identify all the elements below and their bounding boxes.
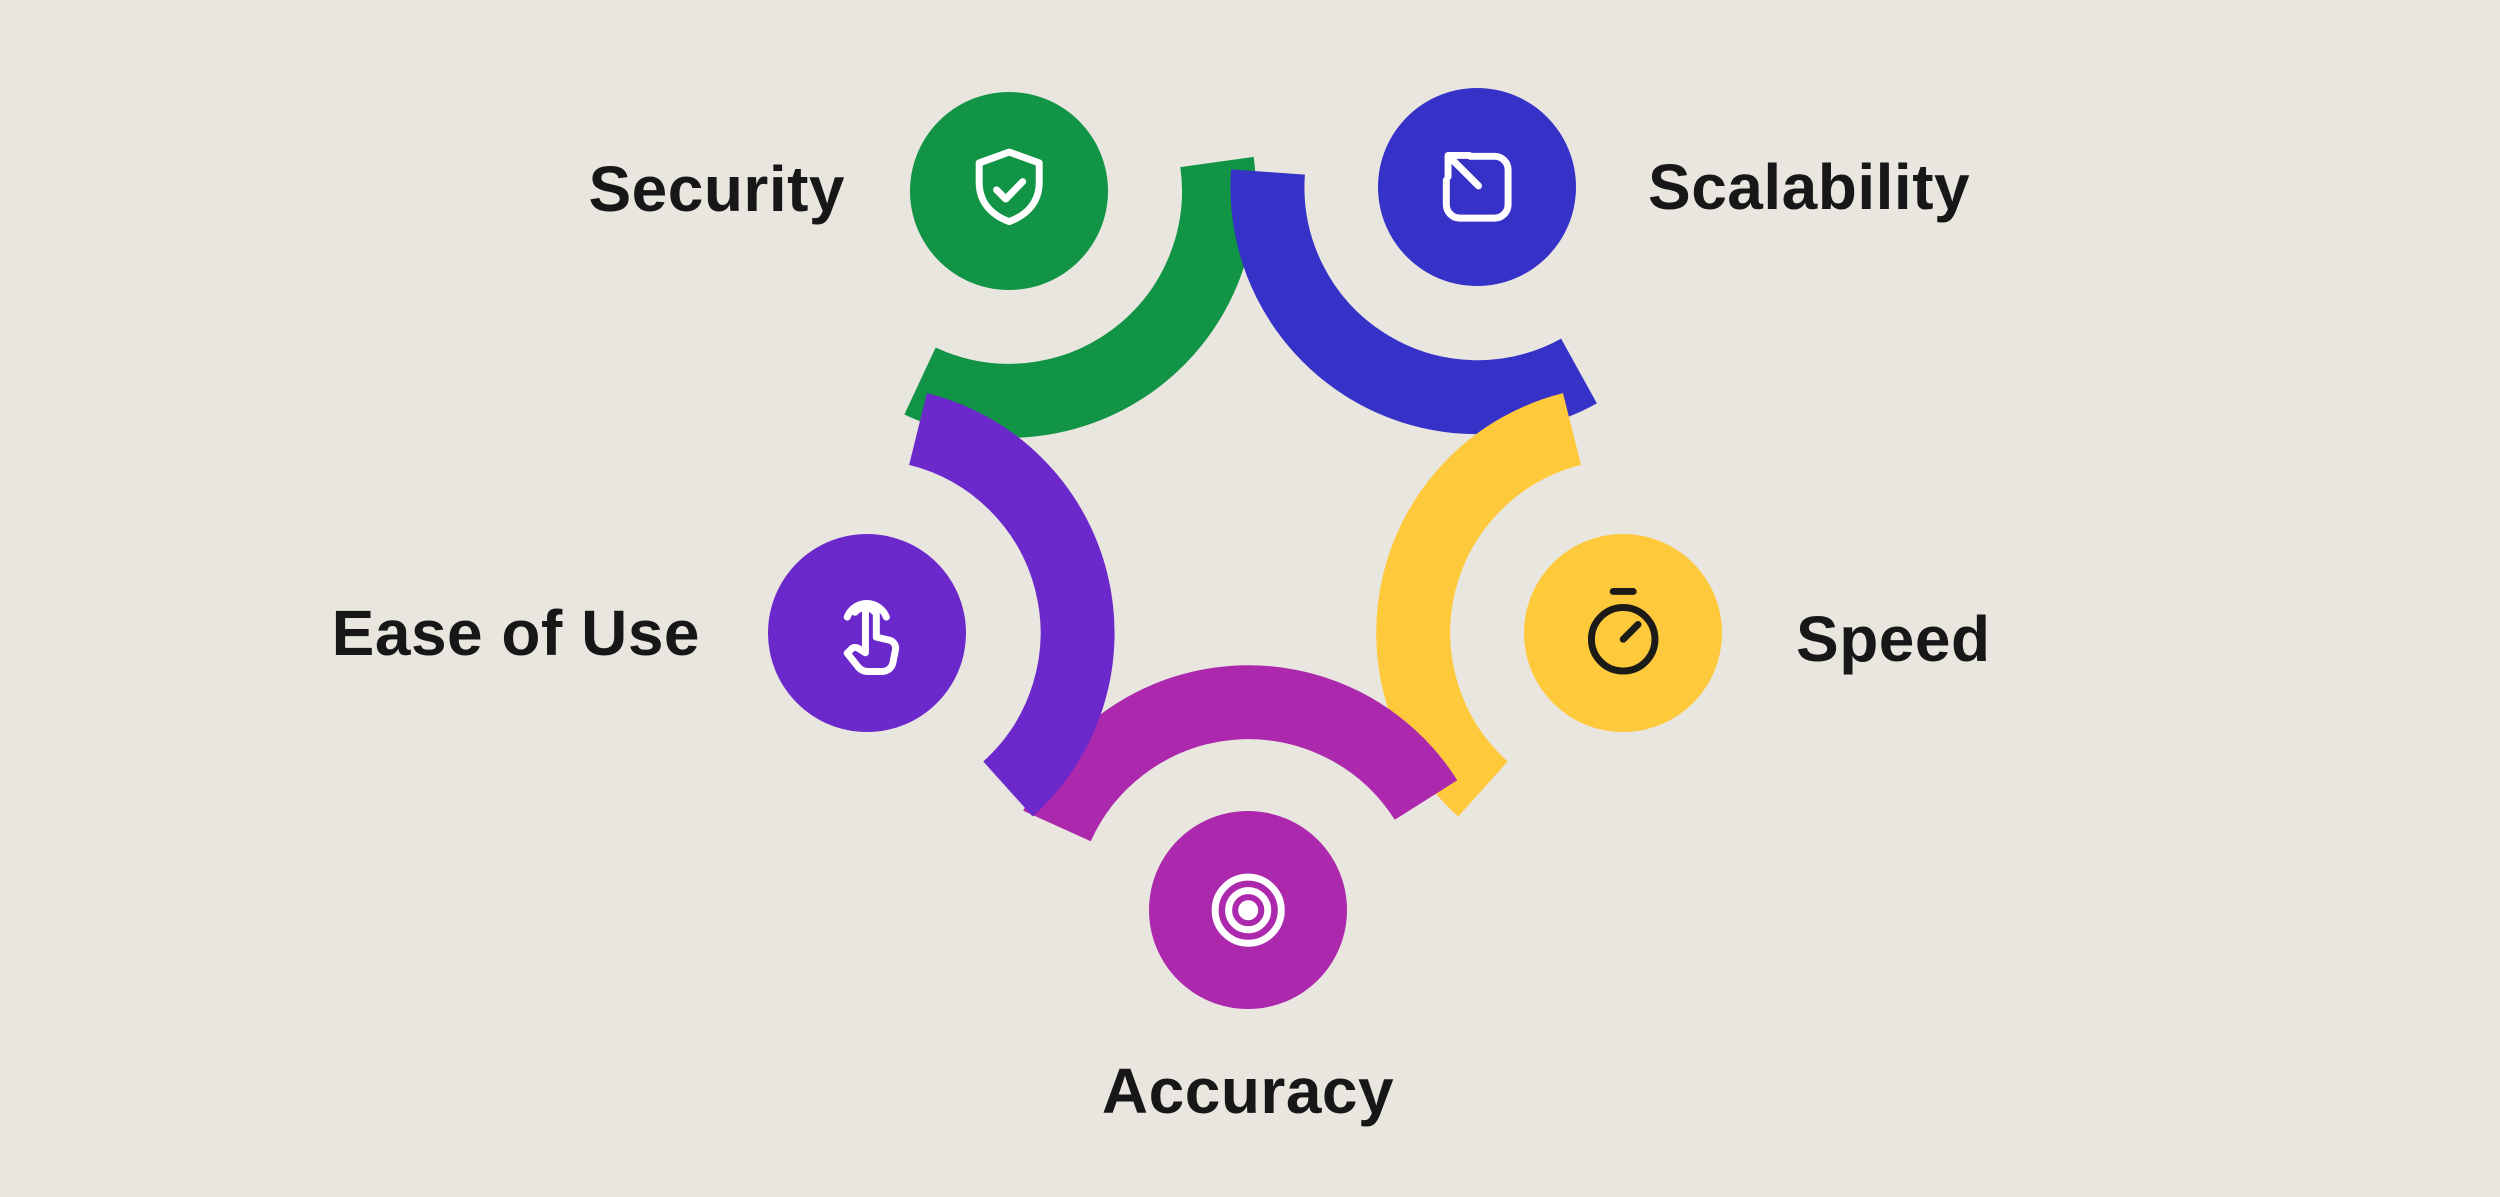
speed-label: Speed bbox=[1796, 603, 1991, 675]
ease-of-use-arc bbox=[908, 393, 1115, 817]
security-arc bbox=[904, 156, 1256, 438]
scalability-label: Scalability bbox=[1648, 151, 1971, 223]
security-label: Security bbox=[588, 153, 845, 225]
shield-check-icon bbox=[975, 148, 1043, 226]
scalability-arc bbox=[1230, 169, 1597, 435]
speed-arc bbox=[1376, 393, 1582, 817]
accuracy-label: Accuracy bbox=[1101, 1055, 1395, 1127]
scale-out-arrow-icon bbox=[1442, 151, 1512, 222]
speed-node-circle bbox=[1524, 534, 1722, 732]
target-icon bbox=[1211, 873, 1285, 947]
stopwatch-icon bbox=[1587, 587, 1659, 675]
tap-gesture-icon bbox=[843, 600, 900, 675]
accuracy-arc bbox=[1023, 665, 1458, 842]
ease-of-use-label: Ease of Use bbox=[331, 597, 700, 669]
